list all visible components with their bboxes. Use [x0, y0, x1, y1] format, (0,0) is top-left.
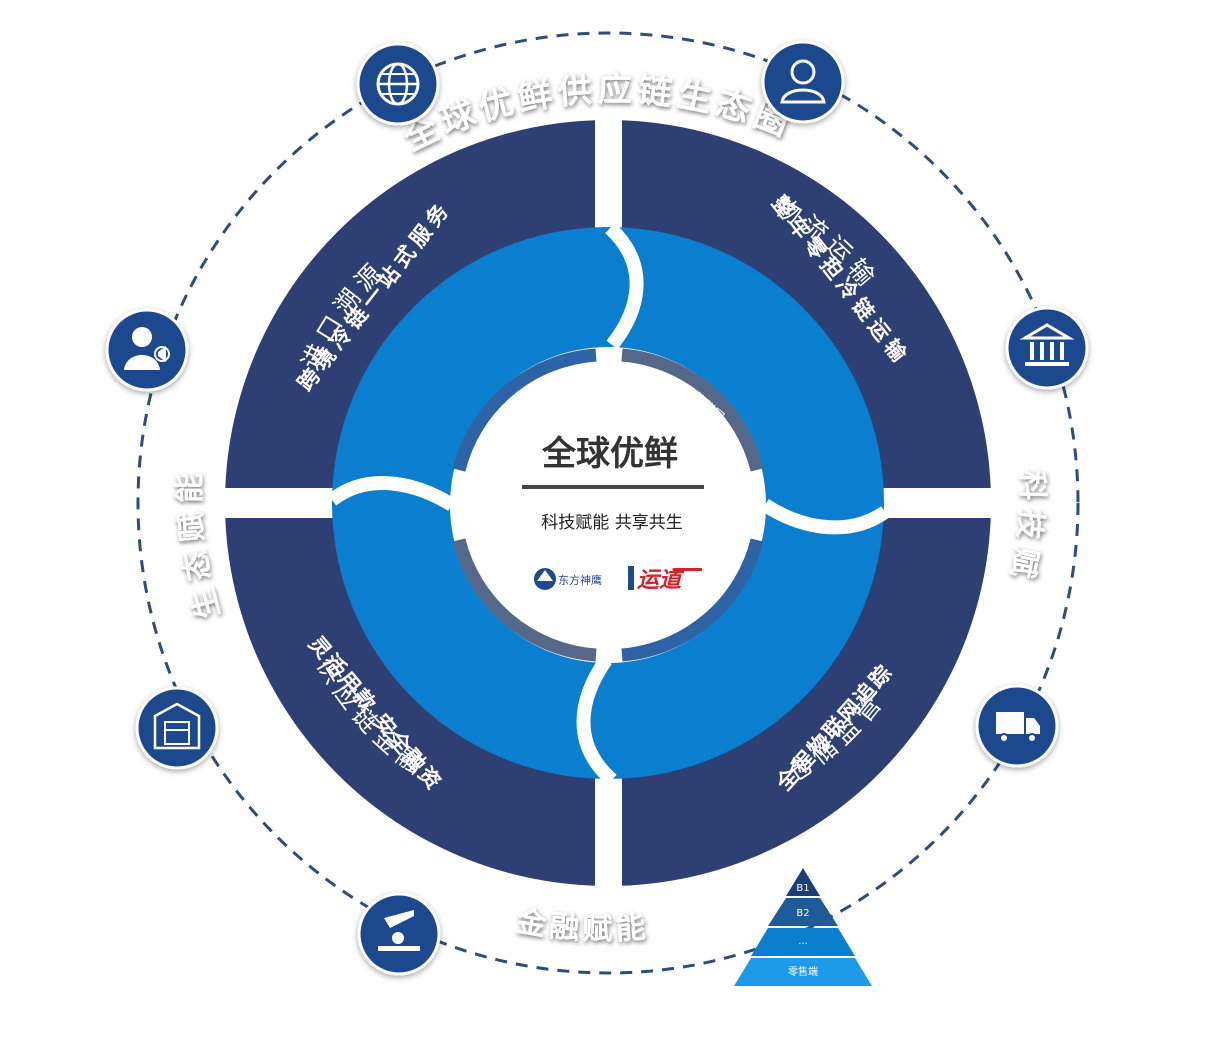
outer-label-ecology: 生态赋能	[173, 465, 228, 622]
outer-dashed-ring	[136, 31, 1080, 975]
pyramid-level-retail: 零售端	[788, 965, 818, 978]
tech-ring	[452, 348, 764, 662]
logo-dongfang: 东方神鹰	[534, 568, 602, 590]
slogan: 科技赋能 共享共生	[541, 513, 682, 533]
box-warehouse-icon	[135, 686, 219, 770]
truck-icon	[975, 684, 1059, 768]
pyramid-level-b1: B1	[796, 883, 809, 894]
pyramid-level-b2: B2	[796, 908, 809, 919]
logo-yundao-text: 运道	[637, 567, 685, 593]
speaker-person-icon	[105, 308, 189, 392]
brand-title: 全球优鲜	[541, 434, 678, 474]
person-icon	[761, 40, 845, 124]
logo-dongfang-text: 东方神鹰	[558, 573, 602, 587]
hand-coin-icon	[357, 892, 441, 976]
pyramid-level-dots: ...	[798, 936, 808, 947]
pyramid-chart: B1 B2 ... 零售端	[734, 868, 872, 986]
bank-icon	[1005, 306, 1089, 390]
logo-yundao: 运道	[628, 566, 702, 593]
brand-divider	[522, 485, 704, 489]
globe-icon	[356, 42, 440, 126]
center-disc	[450, 347, 766, 663]
outer-label-finance: 金融赋能	[513, 904, 651, 948]
